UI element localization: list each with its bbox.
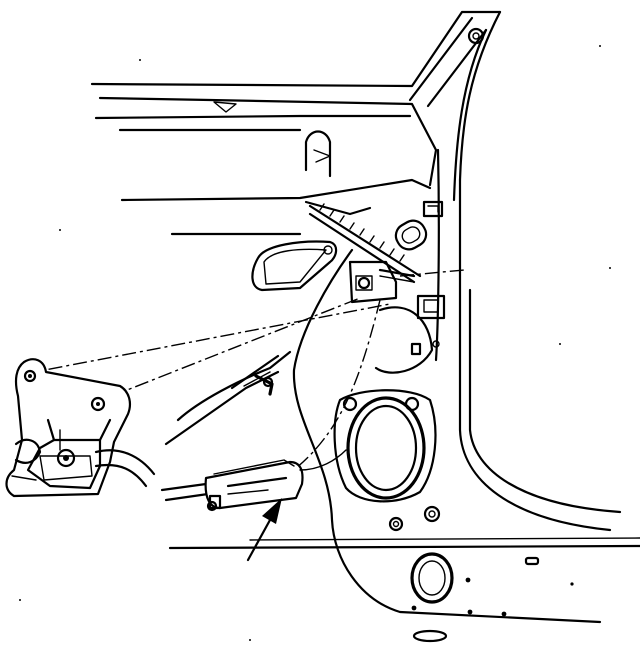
door-latch-assembly <box>5 358 156 498</box>
lower-panel-details <box>410 552 574 643</box>
latch-mount <box>348 260 434 374</box>
latch-rod <box>308 203 422 284</box>
speaker-opening <box>333 389 441 532</box>
control-rod-lower <box>164 354 280 446</box>
door-slots <box>394 200 446 356</box>
wiring-connector <box>160 449 347 512</box>
alignment-lines <box>23 269 465 481</box>
window-frame <box>90 10 502 236</box>
callout-arrow <box>246 498 282 562</box>
upper-bracket <box>304 130 372 216</box>
door-inner-panel <box>168 148 640 624</box>
paper-specks <box>19 45 611 641</box>
handle-pocket <box>251 240 338 292</box>
